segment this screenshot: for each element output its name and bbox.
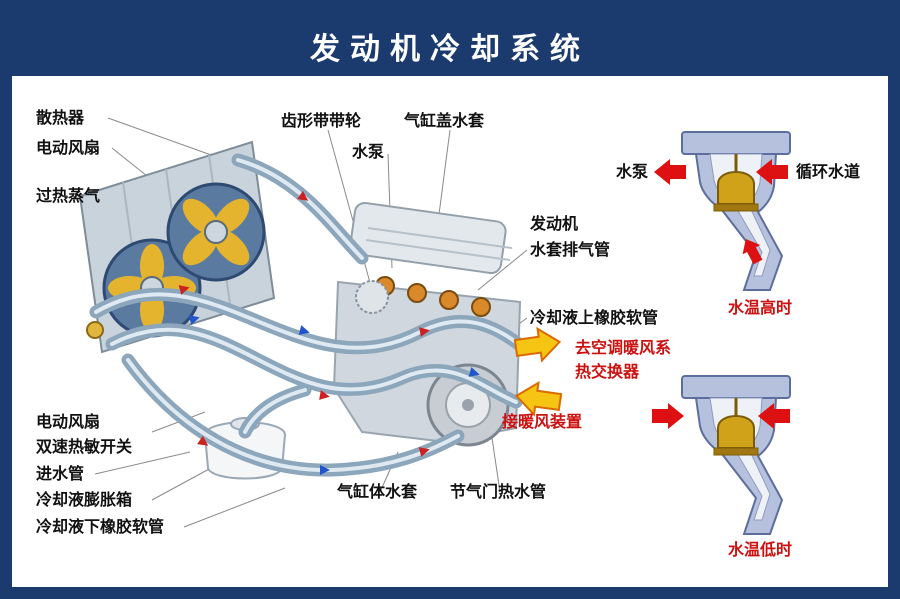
label-cylinder-block-water-jacket: 气缸体水套 xyxy=(337,482,418,501)
label-electric-fan-top: 电动风扇 xyxy=(36,138,101,157)
heater-out-arrow-icon xyxy=(513,326,562,363)
heater-return-arrow-icon xyxy=(514,380,563,417)
label-throttle-hot-water-pipe: 节气门热水管 xyxy=(450,482,547,501)
label-coolant-upper-rubber-hose: 冷却液上橡胶软管 xyxy=(530,308,659,327)
electric-fan-illustration-1 xyxy=(102,238,202,338)
label-heater-connection: 接暖风装置 xyxy=(502,412,583,431)
label-to-ac-heater-line1: 去空调暖风系 xyxy=(575,338,672,357)
label-engine-line1: 发动机 xyxy=(530,214,579,233)
label-thermostat-water-pump: 水泵 xyxy=(616,162,649,181)
thermostat-hot-illustration xyxy=(654,130,792,292)
flow-arrow-right-in-icon xyxy=(758,403,790,429)
electric-fan-illustration-2 xyxy=(166,182,266,282)
poster-title: 发动机冷却系统 xyxy=(310,32,590,67)
label-water-temp-low: 水温低时 xyxy=(728,540,793,559)
label-water-pump: 水泵 xyxy=(352,142,385,161)
label-toothed-belt-pulley: 齿形带带轮 xyxy=(281,111,362,130)
label-to-ac-heater-line2: 热交换器 xyxy=(575,362,640,381)
label-coolant-lower-rubber-hose: 冷却液下橡胶软管 xyxy=(36,517,165,536)
label-electric-fan-bottom-line1: 电动风扇 xyxy=(36,412,101,431)
coolant-pipes xyxy=(89,153,531,477)
flow-arrow-up-icon xyxy=(742,239,763,265)
label-radiator: 散热器 xyxy=(36,108,85,127)
label-water-temp-high: 水温高时 xyxy=(728,298,793,317)
flow-arrow-from-channel-icon xyxy=(756,159,788,185)
flow-arrow-icons xyxy=(178,190,480,475)
label-water-inlet-pipe: 进水管 xyxy=(36,464,85,483)
label-engine-line2: 水套排气管 xyxy=(530,240,611,259)
belt-pulley xyxy=(355,280,389,314)
valve-cover xyxy=(349,201,507,275)
label-cylinder-head-water-jacket: 气缸盖水套 xyxy=(404,111,485,130)
radiator-cap xyxy=(86,321,104,339)
heater-arrow-icons xyxy=(513,326,563,417)
flow-arrow-left-in-icon xyxy=(652,403,684,429)
thermostat-cold-illustration xyxy=(652,374,792,536)
flow-arrow-to-pump-icon xyxy=(654,159,686,185)
label-overheated-steam: 过热蒸气 xyxy=(36,186,101,205)
label-coolant-expansion-tank: 冷却液膨胀箱 xyxy=(36,490,133,509)
label-electric-fan-bottom-line2: 双速热敏开关 xyxy=(36,437,133,456)
label-thermostat-circulation-channel: 循环水道 xyxy=(796,162,861,181)
